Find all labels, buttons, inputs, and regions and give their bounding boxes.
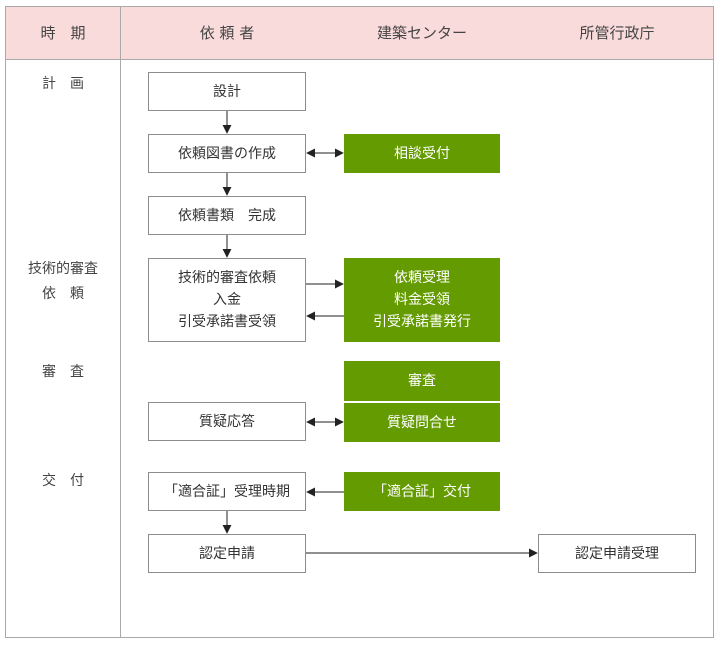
admin-cert-apply-receive: 認定申請受理 (538, 534, 696, 573)
period-issue: 交 付 (42, 473, 84, 489)
center-cert-issue-label: 「適合証」交付 (373, 483, 471, 500)
step-design-label: 設計 (213, 83, 241, 100)
center-accept-line1: 依頼受理 (394, 270, 450, 286)
step-drawings: 依頼図書の作成 (148, 134, 306, 173)
header-admin: 所管行政庁 (579, 24, 655, 42)
center-cert-issue: 「適合証」交付 (344, 472, 500, 511)
period-tech-review-request-line2: 依 頼 (42, 286, 84, 302)
center-review: 審査 (344, 361, 500, 401)
table-header (5, 6, 714, 60)
period-plan: 計 画 (42, 76, 84, 92)
center-consult-label: 相談受付 (394, 145, 450, 162)
step-tech-request-line1: 技術的審査依頼 (178, 270, 276, 286)
admin-cert-apply-receive-label: 認定申請受理 (575, 545, 659, 562)
step-qa-answer: 質疑応答 (148, 402, 306, 441)
step-design: 設計 (148, 72, 306, 111)
step-drawings-label: 依頼図書の作成 (178, 145, 276, 162)
center-review-label: 審査 (408, 373, 436, 389)
step-tech-request-line2: 入金 (213, 292, 241, 308)
center-qa-inquiry-label: 質疑問合せ (387, 414, 457, 431)
center-accept-line3: 引受承諾書発行 (373, 314, 471, 330)
center-consult: 相談受付 (344, 134, 500, 173)
header-requester: 依 頼 者 (199, 24, 255, 42)
step-tech-request-line3: 引受承諾書受領 (178, 314, 276, 330)
step-cert-receive: 「適合証」受理時期 (148, 472, 306, 511)
step-tech-request: 技術的審査依頼 入金 引受承諾書受領 (148, 258, 306, 342)
step-documents-done: 依頼書類 完成 (148, 196, 306, 235)
header-period: 時 期 (40, 24, 86, 42)
step-cert-apply: 認定申請 (148, 534, 306, 573)
center-qa-inquiry: 質疑問合せ (344, 403, 500, 442)
step-cert-receive-label: 「適合証」受理時期 (164, 483, 290, 500)
column-divider (120, 6, 121, 638)
step-cert-apply-label: 認定申請 (199, 545, 255, 562)
step-qa-answer-label: 質疑応答 (199, 413, 255, 430)
step-documents-done-label: 依頼書類 完成 (178, 207, 276, 224)
center-accept-line2: 料金受領 (394, 292, 450, 308)
period-review: 審 査 (42, 364, 84, 380)
center-accept: 依頼受理 料金受領 引受承諾書発行 (344, 258, 500, 342)
header-center: 建築センター (376, 24, 467, 42)
period-tech-review-request-line1: 技術的審査 (28, 261, 98, 277)
